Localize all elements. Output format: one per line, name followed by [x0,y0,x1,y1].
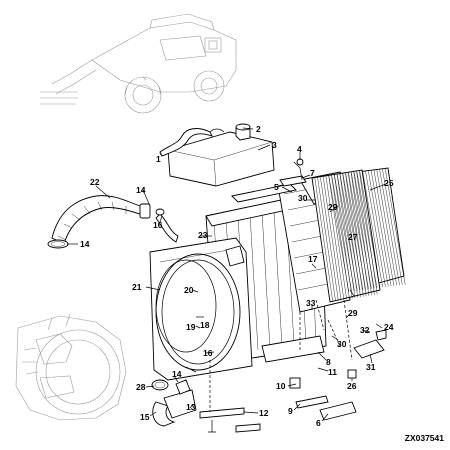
mesh-line [348,173,369,290]
mount-pad-6 [319,401,357,421]
drain-tube [199,407,245,419]
mesh-line [373,169,395,286]
callout-29-bottom: 29 [348,308,358,318]
mesh-line [359,171,381,288]
top-bracket [231,183,297,203]
callout-5: 5 [274,182,279,192]
mesh-line [337,174,358,291]
callout-7: 7 [310,168,315,178]
mesh-line [359,170,378,295]
mesh-line [328,175,347,300]
callout-4: 4 [297,144,302,154]
callout-14-top: 14 [136,185,146,195]
callout-10: 10 [276,381,286,391]
callout-1: 1 [156,154,161,164]
overflow-hose [159,128,213,157]
bypass-hose [155,213,179,243]
mesh-line [384,168,406,285]
callout-24: 24 [384,322,394,332]
mesh-line [317,177,336,302]
callout-21: 21 [132,282,142,292]
lower-hose-assembly [151,379,197,427]
callout-19: 19 [186,322,196,332]
callout-30-top: 30 [298,193,308,203]
callout-23: 23 [198,230,208,240]
mesh-line [320,176,339,301]
callout-2: 2 [256,124,261,134]
mesh-line [368,170,389,287]
mesh-line [353,172,375,289]
callout-11: 11 [328,367,337,377]
callout-32: 32 [360,325,370,335]
figure-id: ZX037541 [405,433,444,443]
mesh-line [356,171,378,289]
callout-16-top: 16 [153,220,163,230]
callout-15: 15 [140,412,150,422]
fan-shroud [149,237,253,381]
mesh-line [339,174,361,291]
mesh-line [362,171,383,288]
mesh-line [379,169,400,286]
mesh-line [334,174,355,291]
machine-location-inset [40,13,237,114]
shroud-seal-ring [155,259,217,353]
mesh-line [325,175,345,300]
callout-14-left: 14 [80,239,90,249]
callout-17: 17 [308,254,318,264]
rubber-mount [289,377,301,389]
mesh-line [353,171,372,296]
mesh-line [382,168,403,285]
mesh-line [331,175,352,292]
expansion-tank [167,123,275,187]
callout-3: 3 [272,140,277,150]
callout-22: 22 [90,177,100,187]
mesh-line [350,171,370,296]
callout-33: 33 [306,298,316,308]
mesh-line [370,170,392,287]
engine-ghost [15,313,127,421]
callout-26: 26 [347,381,357,391]
mesh-line [376,169,397,286]
upper-radiator-hose [51,195,148,245]
mount-bracket-31 [353,339,385,359]
mesh-line [322,176,342,301]
callout-31: 31 [366,362,376,372]
callout-20: 20 [184,285,194,295]
mesh-line [328,175,350,292]
mesh-line [356,170,375,295]
callout-14-bottom: 14 [172,369,182,379]
callout-29-top: 29 [328,202,338,212]
leader-lines [67,127,387,422]
callout-27: 27 [348,232,358,242]
clip-26 [347,369,357,379]
callout-8: 8 [326,357,331,367]
mesh-line [314,177,333,302]
callout-18: 18 [200,320,210,330]
callout-6: 6 [316,418,321,428]
callout-16-mid: 16 [203,348,213,358]
mesh-line [365,170,386,287]
screen-mesh-25 [328,168,406,292]
mesh-line [342,173,364,290]
callout-28: 28 [136,382,146,392]
callout-labels: 1 2 3 4 5 6 7 8 9 10 11 12 13 14 14 14 1… [80,124,394,428]
callout-13: 13 [186,402,196,412]
callout-25: 25 [384,178,394,188]
mesh-line [347,172,367,297]
callout-9: 9 [288,406,293,416]
side-bracket [279,175,307,187]
mount-bar-9 [295,395,329,409]
mesh-line [345,173,366,290]
callout-30-bottom: 30 [337,339,347,349]
callout-12: 12 [259,408,269,418]
mesh-line [351,172,372,289]
